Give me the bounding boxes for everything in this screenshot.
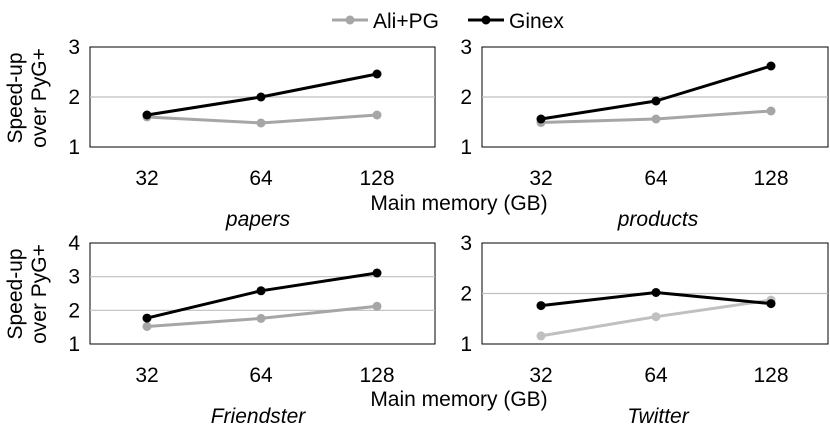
series-lines [142, 268, 382, 331]
x-tick-labels: 32 64 128 [529, 364, 788, 387]
y-tick-label: 1 [460, 333, 472, 356]
panel-title: products [617, 208, 699, 231]
x-tick-label: 128 [359, 167, 394, 190]
data-point-ali-pg [256, 118, 266, 128]
legend-label-ali-pg: Ali+PG [373, 10, 439, 33]
panel-products: 1 2 3 32 64 128 products [460, 36, 829, 231]
x-tick-label: 64 [644, 167, 668, 190]
data-point-ginex [536, 114, 546, 124]
x-tick-label: 32 [135, 167, 158, 190]
x-tick-labels: 32 64 128 [529, 167, 788, 190]
panel-title: Twitter [627, 405, 689, 428]
x-tick-label: 32 [529, 364, 552, 387]
y-tick-labels: 1 2 3 [460, 36, 472, 159]
data-point-ginex [372, 268, 382, 278]
x-axis-label-bottom: Main memory (GB) [370, 388, 547, 411]
x-tick-label: 64 [249, 364, 273, 387]
y-tick-label: 3 [460, 232, 472, 255]
panel-papers: 1 2 3 32 64 128 Speed-up over PyG+ papers [4, 36, 436, 231]
y-tick-label: 1 [68, 333, 80, 356]
data-point-ali-pg [372, 301, 382, 311]
data-point-ali-pg [651, 114, 661, 124]
data-point-ginex [256, 286, 266, 296]
x-tick-label: 64 [644, 364, 668, 387]
series-lines [142, 69, 382, 128]
y-tick-label: 2 [460, 86, 472, 109]
y-tick-label: 2 [68, 86, 80, 109]
y-tick-labels: 1 2 3 [460, 232, 472, 356]
y-tick-label: 3 [68, 36, 80, 59]
legend-label-ginex: Ginex [509, 10, 564, 33]
panel-friendster: 1 2 3 4 32 64 128 Speed-up over PyG+ Friendst… [4, 232, 436, 428]
y-axis-label-line-2: over PyG+ [28, 48, 51, 148]
series-line-ginex [540, 64, 772, 121]
data-point-ginex [766, 61, 776, 71]
x-tick-label: 64 [249, 167, 273, 190]
y-tick-label: 1 [460, 136, 472, 159]
y-tick-labels: 1 2 3 [68, 36, 80, 159]
y-tick-label: 1 [68, 136, 80, 159]
y-tick-label: 4 [68, 232, 80, 255]
y-tick-labels: 1 2 3 4 [68, 232, 80, 356]
data-point-ginex [766, 299, 776, 309]
y-tick-label: 2 [460, 283, 472, 306]
panel-twitter: 1 2 3 32 64 128 Twitter [460, 232, 829, 428]
panel-title: papers [225, 208, 291, 231]
data-point-ali-pg [766, 106, 776, 116]
x-tick-label: 128 [753, 364, 788, 387]
series-lines [536, 288, 776, 341]
data-point-ginex [372, 69, 382, 79]
legend: Ali+PG Ginex [332, 10, 564, 33]
x-tick-labels: 32 64 128 [135, 167, 394, 190]
data-point-ginex [142, 313, 152, 323]
x-tick-label: 32 [135, 364, 158, 387]
legend-marker-ali-pg [345, 15, 355, 25]
legend-marker-ginex [481, 15, 491, 25]
data-point-ali-pg [142, 322, 152, 331]
x-tick-labels: 32 64 128 [135, 364, 394, 387]
data-point-ginex [142, 110, 152, 120]
data-point-ginex [536, 301, 546, 311]
x-tick-label: 128 [359, 364, 394, 387]
x-axis-label-top: Main memory (GB) [370, 192, 547, 215]
data-point-ali-pg [372, 110, 382, 120]
y-tick-label: 2 [68, 299, 80, 322]
y-axis-label-line-2: over PyG+ [28, 244, 51, 344]
y-tick-label: 3 [460, 36, 472, 59]
y-tick-label: 3 [68, 266, 80, 289]
y-axis-label-line-1: Speed-up [4, 248, 27, 339]
panel-title: Friendster [211, 405, 307, 428]
data-point-ali-pg [651, 312, 661, 322]
data-point-ginex [651, 96, 661, 106]
x-tick-label: 32 [529, 167, 552, 190]
data-point-ali-pg [536, 331, 546, 341]
y-axis-label-line-1: Speed-up [4, 52, 27, 143]
data-point-ginex [256, 92, 266, 102]
plot-area-frame [89, 242, 436, 345]
x-tick-label: 128 [753, 167, 788, 190]
data-point-ali-pg [256, 313, 266, 323]
data-point-ginex [651, 288, 661, 297]
series-lines [536, 61, 776, 127]
